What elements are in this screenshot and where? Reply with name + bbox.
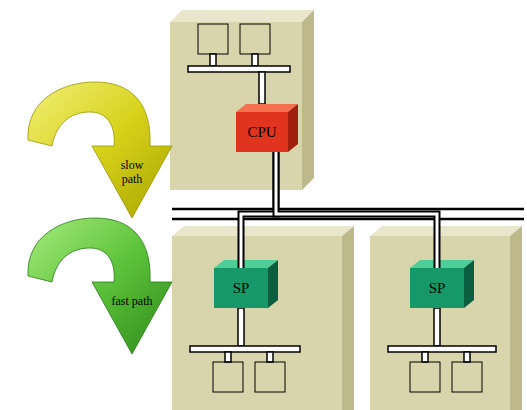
local-bus	[188, 24, 290, 104]
cpu-chip-faces	[236, 104, 298, 152]
sp-board	[172, 226, 354, 410]
local-bus	[388, 308, 496, 392]
path-label: fast path	[110, 294, 154, 308]
host-board	[170, 10, 314, 190]
chip-label: SP	[429, 280, 446, 297]
path-label: slow path	[110, 158, 154, 186]
sp-chip: SP	[410, 268, 464, 308]
bus-connector	[241, 152, 276, 268]
cpu-chip: CPU	[236, 112, 288, 152]
sp-chip: SP	[214, 268, 268, 308]
sp-chip-faces	[410, 260, 474, 308]
local-bus	[190, 308, 300, 392]
fast-path-arrow	[28, 218, 172, 354]
chip-label: SP	[233, 280, 250, 297]
sp-board	[370, 226, 522, 410]
chip-label: CPU	[247, 124, 276, 141]
bus-connector	[276, 152, 437, 268]
sp-chip-faces	[214, 260, 278, 308]
slow-path-arrow	[28, 82, 172, 218]
